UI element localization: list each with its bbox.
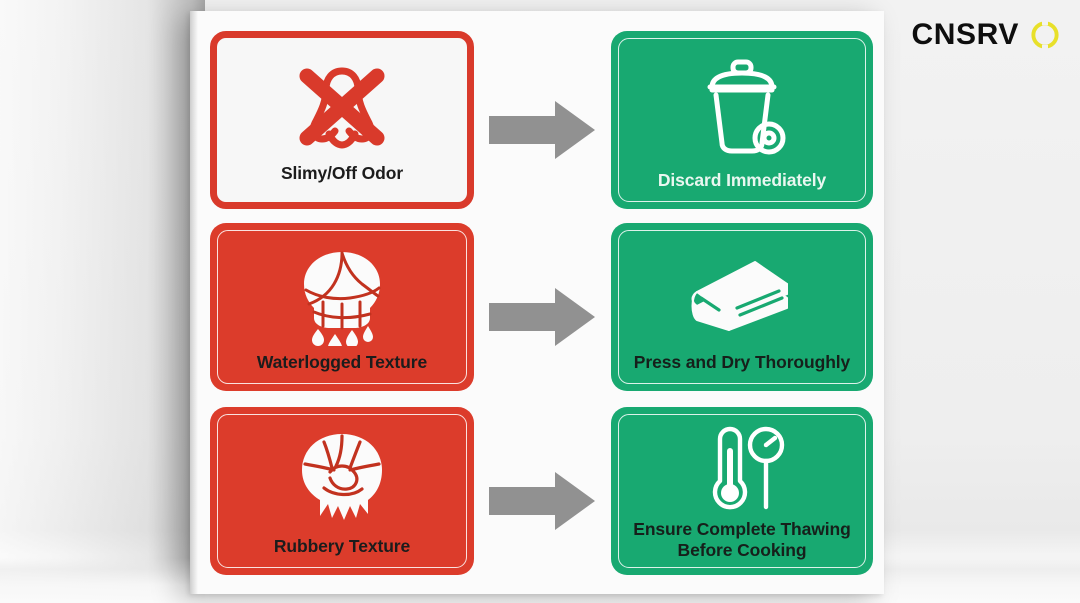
solution-card-label: Ensure Complete Thawing Before Cooking — [611, 519, 873, 575]
arrow-right-icon-row-3 — [489, 471, 595, 531]
solution-card-discard-immediately[interactable]: Discard Immediately — [611, 31, 873, 209]
wall-shading — [0, 0, 205, 603]
solution-card-ensure-thawing[interactable]: Ensure Complete Thawing Before Cooking — [611, 407, 873, 575]
nose-crossed-out-icon — [217, 38, 467, 163]
thermometer-gauge-icon — [611, 407, 873, 519]
brand-logo[interactable]: CNSRV — [912, 18, 1060, 52]
problem-card-slimy-off-odor[interactable]: Slimy/Off Odor — [210, 31, 474, 209]
solution-card-press-and-dry[interactable]: Press and Dry Thoroughly — [611, 223, 873, 391]
dripping-food-icon — [210, 223, 474, 352]
problem-card-label: Slimy/Off Odor — [280, 163, 404, 183]
arrow-right-icon-row-2 — [489, 287, 595, 347]
problem-card-label: Rubbery Texture — [273, 536, 411, 556]
arrow-right-icon-row-1 — [489, 100, 595, 160]
solution-card-label-line-1: Ensure Complete Thawing — [633, 519, 851, 539]
problem-card-rubbery-texture[interactable]: Rubbery Texture — [210, 407, 474, 575]
brand-name: CNSRV — [911, 18, 1019, 51]
problem-card-waterlogged-texture[interactable]: Waterlogged Texture — [210, 223, 474, 391]
problem-card-label: Waterlogged Texture — [256, 352, 428, 372]
broken-ring-icon — [1031, 20, 1059, 50]
rubbery-seafood-icon — [210, 407, 474, 536]
solution-card-label: Discard Immediately — [657, 170, 827, 190]
poster-board: Slimy/Off Odor — [190, 11, 884, 594]
solution-card-label-line-2: Before Cooking — [677, 540, 807, 560]
card-grid: Slimy/Off Odor — [190, 11, 884, 594]
folded-towel-icon — [611, 223, 873, 352]
solution-card-label: Press and Dry Thoroughly — [633, 352, 851, 372]
trash-bin-icon — [611, 31, 873, 170]
